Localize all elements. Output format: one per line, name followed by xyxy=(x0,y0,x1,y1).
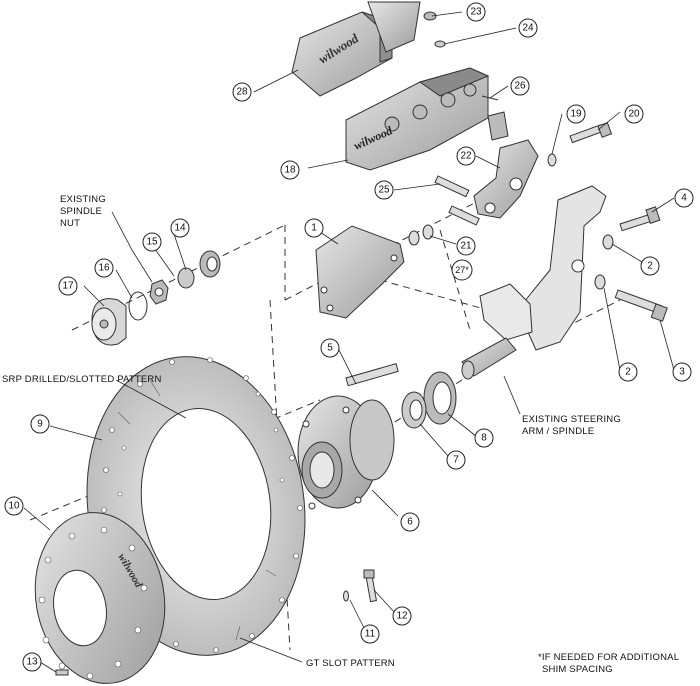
svg-text:5: 5 xyxy=(327,343,333,354)
callout-6: 6 xyxy=(400,512,420,532)
svg-text:15: 15 xyxy=(146,237,158,248)
callout-17: 17 xyxy=(58,276,78,296)
svg-text:22: 22 xyxy=(460,151,472,162)
callout-15: 15 xyxy=(142,232,162,252)
spindle-washers-part-2 xyxy=(594,234,614,290)
svg-text:7: 7 xyxy=(453,455,459,466)
bolt-part-20 xyxy=(569,121,613,144)
caliper-mount-bracket-part-1 xyxy=(315,225,405,319)
svg-text:21: 21 xyxy=(460,241,472,252)
svg-text:14: 14 xyxy=(174,223,186,234)
callout-25: 25 xyxy=(374,180,394,200)
callout-7: 7 xyxy=(446,450,466,470)
callout-22: 22 xyxy=(456,146,476,166)
brake-pads-part-28: wilwood xyxy=(291,1,421,97)
svg-text:6: 6 xyxy=(407,517,413,528)
callout-16: 16 xyxy=(94,258,114,278)
callout-8: 8 xyxy=(474,428,494,448)
callout-1: 1 xyxy=(304,218,324,238)
bolts-part-25 xyxy=(434,175,480,226)
srp-pattern-label: SRP DRILLED/SLOTTED PATTERN xyxy=(2,374,162,385)
washer-part-11 xyxy=(343,590,349,602)
svg-text:11: 11 xyxy=(365,629,376,640)
steering-arm-spindle xyxy=(461,185,607,380)
callout-2: 2 xyxy=(640,256,660,276)
callout-4: 4 xyxy=(674,188,694,208)
callout-bubbles: 1 2 2 3 4 5 6 7 8 9 10 11 12 13 14 15 16… xyxy=(4,2,694,672)
washer-part-19 xyxy=(547,153,557,167)
svg-text:24: 24 xyxy=(522,23,534,34)
svg-text:17: 17 xyxy=(62,281,74,292)
svg-text:28: 28 xyxy=(236,87,248,98)
washer-part-15 xyxy=(177,267,195,289)
callout-27: 27* xyxy=(451,259,473,281)
svg-text:16: 16 xyxy=(98,263,110,274)
callout-14: 14 xyxy=(170,218,190,238)
svg-text:20: 20 xyxy=(628,109,640,120)
svg-text:8: 8 xyxy=(481,433,487,444)
bleeder-parts-23-24 xyxy=(423,11,446,48)
callout-20: 20 xyxy=(624,104,644,124)
rotor-hat-part-10: wilwood xyxy=(34,512,166,684)
existing-spindle-nut-label-line2: SPINDLE xyxy=(60,206,102,217)
bolt-part-4 xyxy=(619,206,661,232)
svg-text:2: 2 xyxy=(625,367,631,378)
svg-text:27*: 27* xyxy=(455,265,469,275)
existing-spindle-nut-label-line3: NUT xyxy=(60,218,80,229)
screw-part-13 xyxy=(55,669,69,676)
callout-26: 26 xyxy=(510,76,530,96)
steering-arm-label-line1: EXISTING STEERING xyxy=(522,414,621,425)
callout-2: 2 xyxy=(618,362,638,382)
callout-10: 10 xyxy=(4,496,24,516)
shim-note-line2: SHIM SPACING xyxy=(542,664,613,675)
svg-text:23: 23 xyxy=(470,7,482,18)
svg-text:9: 9 xyxy=(37,419,43,430)
svg-text:13: 13 xyxy=(26,657,38,668)
washers-part-21 xyxy=(408,224,434,246)
svg-text:26: 26 xyxy=(514,81,526,92)
bearing-part-14 xyxy=(199,250,221,278)
svg-text:10: 10 xyxy=(8,501,20,512)
svg-text:1: 1 xyxy=(311,223,317,234)
steering-arm-label-line2: ARM / SPINDLE xyxy=(522,426,594,437)
caliper-bracket-part-22 xyxy=(473,111,539,219)
cotter-ring-part-16 xyxy=(128,291,148,321)
text-labels: EXISTING SPINDLE NUT SRP DRILLED/SLOTTED… xyxy=(2,194,679,675)
bolt-part-12 xyxy=(363,569,378,603)
svg-text:3: 3 xyxy=(679,367,685,378)
spindle-nut xyxy=(149,279,169,305)
callout-18: 18 xyxy=(280,160,300,180)
callout-23: 23 xyxy=(466,2,486,22)
callout-13: 13 xyxy=(22,652,42,672)
existing-spindle-nut-label-line1: EXISTING xyxy=(60,194,106,205)
callout-21: 21 xyxy=(456,236,476,256)
callout-24: 24 xyxy=(518,18,538,38)
shim-note-line1: *IF NEEDED FOR ADDITIONAL xyxy=(538,652,679,663)
bearing-part-7 xyxy=(401,391,427,429)
callout-9: 9 xyxy=(30,414,50,434)
callout-19: 19 xyxy=(566,104,586,124)
svg-text:18: 18 xyxy=(284,165,296,176)
seal-part-8 xyxy=(423,371,457,425)
hub-part-6 xyxy=(297,395,395,510)
callout-3: 3 xyxy=(672,362,692,382)
callout-12: 12 xyxy=(392,606,412,626)
svg-text:12: 12 xyxy=(396,611,408,622)
callout-28: 28 xyxy=(232,82,252,102)
svg-text:25: 25 xyxy=(378,185,390,196)
dust-cap-part-17 xyxy=(91,298,127,346)
stud-part-5 xyxy=(345,363,399,387)
bolt-part-3 xyxy=(614,289,668,322)
gt-slot-pattern-label: GT SLOT PATTERN xyxy=(306,658,395,669)
callout-5: 5 xyxy=(320,338,340,358)
svg-text:2: 2 xyxy=(647,261,653,272)
svg-text:4: 4 xyxy=(681,193,687,204)
svg-text:19: 19 xyxy=(570,109,582,120)
callout-11: 11 xyxy=(360,624,380,644)
